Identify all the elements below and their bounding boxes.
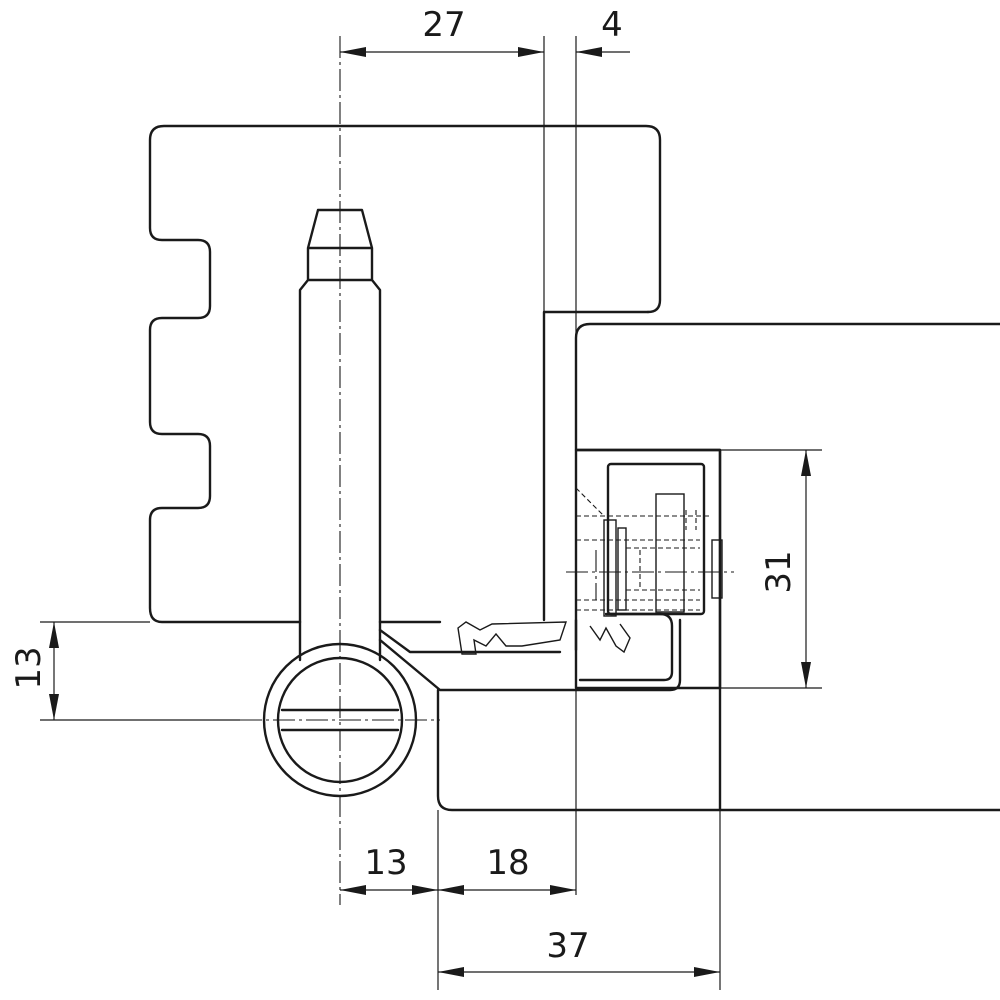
dim-13v-label: 13	[9, 646, 49, 689]
seal-profile-2	[589, 623, 631, 654]
arrow	[340, 47, 366, 57]
adjust-plate	[603, 519, 617, 617]
arrow	[801, 662, 811, 688]
arrow	[550, 885, 576, 895]
dim-13h-label: 13	[364, 843, 407, 883]
adjust-plate-2	[617, 527, 627, 611]
adjust-block	[655, 493, 685, 613]
frame-pocket	[574, 448, 722, 690]
extension-lines	[40, 36, 822, 990]
arrow	[340, 885, 366, 895]
dim-4-label: 4	[601, 5, 623, 45]
arrow	[801, 450, 811, 476]
arrow	[694, 967, 720, 977]
adjust-screw-hidden	[575, 487, 710, 611]
arrow	[518, 47, 544, 57]
hinge-pin	[298, 208, 382, 624]
pin-knuckle	[298, 620, 382, 662]
set-screw-head	[711, 539, 723, 599]
arrow	[576, 47, 602, 57]
arrow	[49, 694, 59, 720]
frame-bracket	[578, 612, 674, 682]
arrow	[438, 885, 464, 895]
door-leaf-outline	[148, 124, 662, 624]
dim-18-label: 18	[486, 843, 529, 883]
dim-31-label: 31	[759, 550, 799, 593]
seal-profile	[457, 621, 567, 655]
arrow	[412, 885, 438, 895]
dim-27-label: 27	[422, 5, 465, 45]
arrow	[49, 622, 59, 648]
dim-37-label: 37	[546, 926, 589, 966]
arrow	[438, 967, 464, 977]
